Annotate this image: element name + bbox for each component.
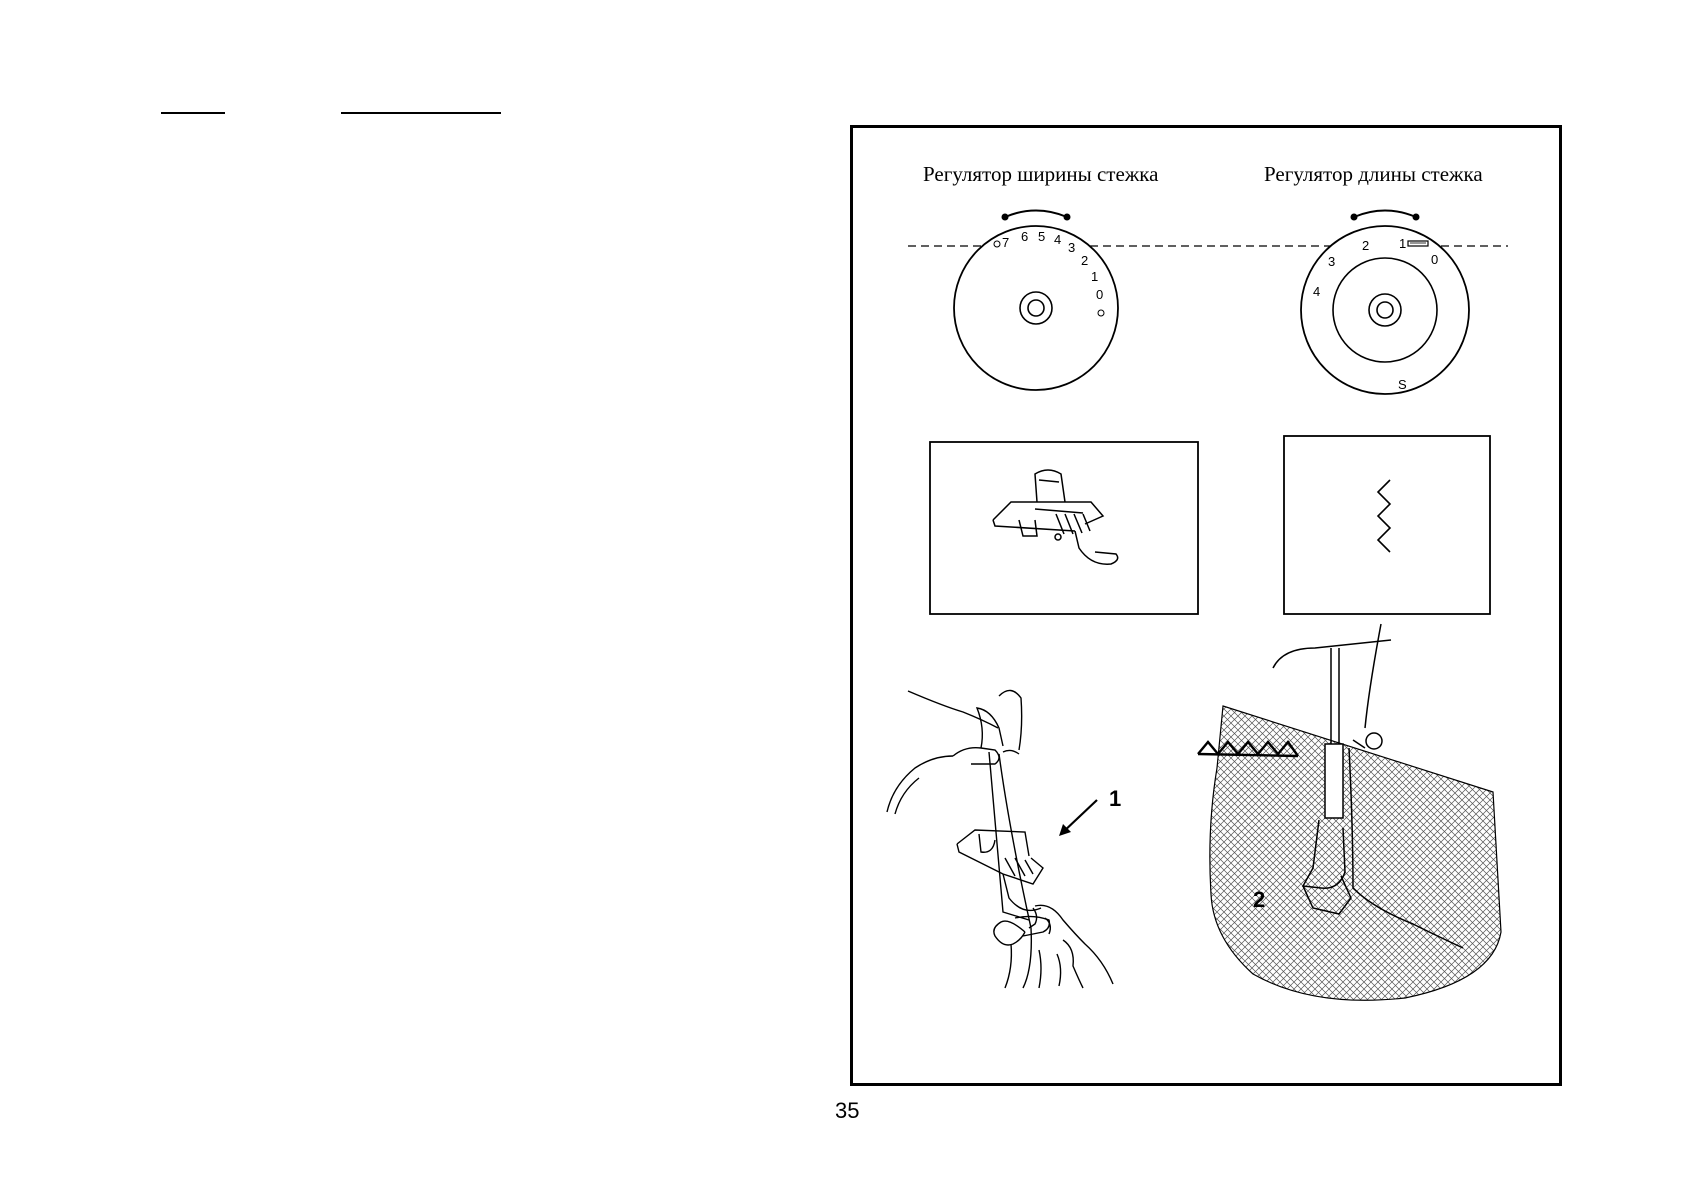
page-number: 35 — [835, 1098, 860, 1123]
presser-foot-icon — [992, 469, 1119, 565]
width-num-3: 3 — [1068, 240, 1075, 255]
stitch-length-dial-icon: 4 3 2 1 0 S — [1300, 209, 1470, 395]
stitch-width-dial-title: Регулятор ширины стежка — [923, 162, 1159, 186]
presser-foot-box — [929, 441, 1199, 615]
length-num-0: 0 — [1431, 252, 1438, 267]
stitch-length-dial-title: Регулятор длины стежка — [1264, 162, 1483, 186]
illustration-panel: Регулятор ширины стежка Регулятор длины … — [850, 125, 1562, 1086]
illustration-drawing: 7 6 5 4 3 2 1 0 4 3 2 1 0 S — [886, 209, 1508, 1001]
callout-1: 1 — [1109, 786, 1121, 811]
width-num-0: 0 — [1096, 287, 1103, 302]
length-num-4: 4 — [1313, 284, 1320, 299]
width-num-1: 1 — [1091, 269, 1098, 284]
header-rule-short — [161, 112, 225, 114]
zigzag-stitch-icon — [1376, 479, 1392, 553]
stitch-width-dial-icon: 7 6 5 4 3 2 1 0 — [953, 209, 1119, 391]
width-num-2: 2 — [1081, 253, 1088, 268]
header-rule-long — [341, 112, 501, 114]
width-num-7: 7 — [1002, 235, 1009, 250]
length-num-1: 1 — [1399, 236, 1406, 251]
callout-2: 2 — [1253, 887, 1265, 912]
width-num-4: 4 — [1054, 232, 1061, 247]
length-num-2: 2 — [1362, 238, 1369, 253]
length-num-3: 3 — [1328, 254, 1335, 269]
sewing-fabric-illustration — [1197, 623, 1502, 1001]
length-num-s: S — [1398, 377, 1407, 392]
width-num-6: 6 — [1021, 229, 1028, 244]
zigzag-stitch-box — [1283, 435, 1491, 615]
width-num-5: 5 — [1038, 229, 1045, 244]
threading-hands-illustration — [886, 689, 1114, 989]
